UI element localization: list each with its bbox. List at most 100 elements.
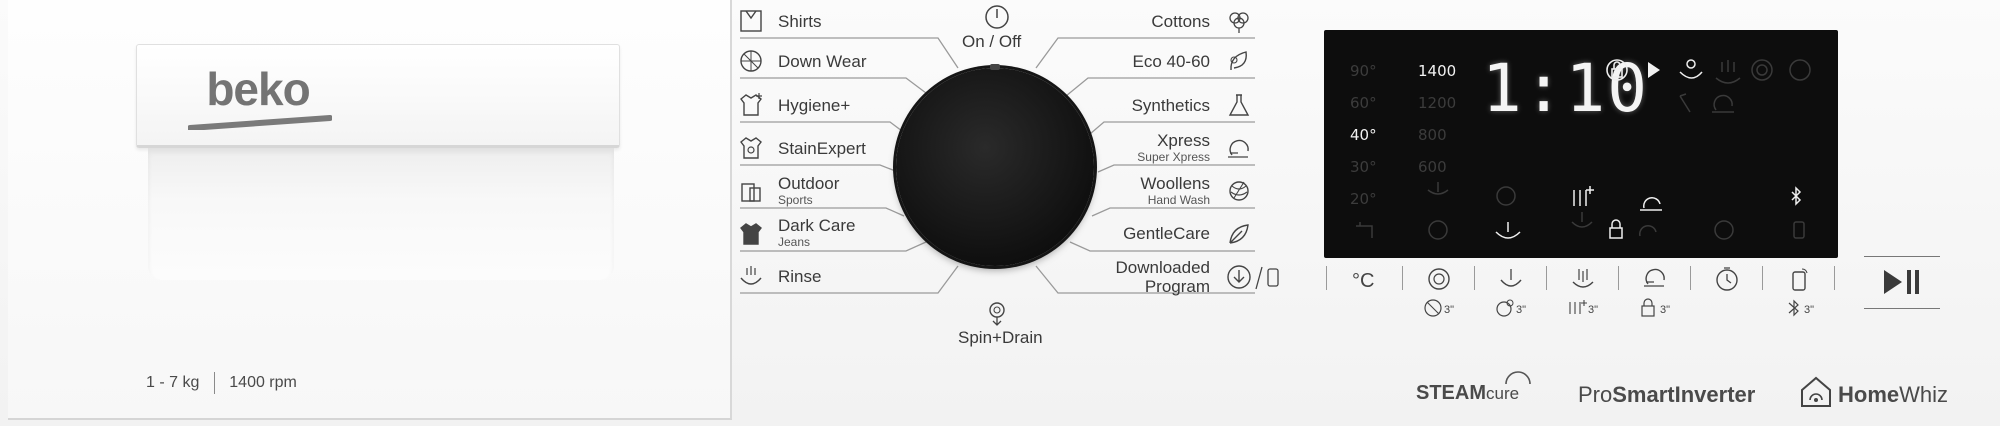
program-shirts[interactable]: Shirts: [778, 12, 822, 31]
steamcure-logo: STEAMcure: [1416, 382, 1519, 405]
dark-care-icon[interactable]: [738, 221, 764, 247]
brand-swoosh-icon: [188, 115, 332, 130]
program-cottons[interactable]: Cottons: [1151, 12, 1210, 31]
function-divider: [1474, 266, 1475, 290]
pet-hair-icon: [1496, 299, 1514, 317]
steam-lit-icon: [1573, 186, 1594, 206]
pet-hair-dim-2-icon: [1496, 186, 1516, 206]
child-lock-duration: 3": [1660, 304, 1671, 316]
child-lock-icon: [1641, 298, 1655, 317]
door-lock-indicator-icon: [1606, 59, 1628, 81]
xpress-button[interactable]: 3": [1618, 262, 1690, 326]
spin-icon: [1428, 268, 1450, 290]
spin-hold-icon: [1424, 299, 1442, 317]
power-icon[interactable]: [984, 4, 1010, 30]
rinse-icon[interactable]: [738, 264, 764, 290]
program-down-wear[interactable]: Down Wear: [778, 52, 867, 71]
smart-inverter-word: SmartInverter: [1612, 382, 1756, 407]
synthetics-icon[interactable]: [1226, 92, 1252, 118]
spin-option-1400-selected: 1400: [1418, 62, 1457, 80]
spin-speed-label: 1400 rpm: [229, 374, 297, 391]
hygiene-icon[interactable]: [738, 92, 764, 118]
prewash-button[interactable]: 3": [1474, 262, 1546, 326]
remote-dim-icon: [1793, 221, 1805, 239]
spin-hold-duration: 3": [1444, 304, 1455, 316]
spin-option-600: 600: [1418, 158, 1447, 176]
extra-rinse-duration: 3": [1588, 304, 1599, 316]
prewash-icon: [1500, 269, 1522, 287]
power-label[interactable]: On / Off: [962, 32, 1022, 51]
baby-care-indicator-icon: [1679, 59, 1703, 79]
program-synthetics[interactable]: Synthetics: [1131, 96, 1210, 115]
capacity-label: 1 - 7 kg: [146, 374, 200, 391]
gentle-care-icon[interactable]: [1226, 221, 1252, 247]
temperature-button[interactable]: °C: [1330, 262, 1402, 326]
xpress-icon[interactable]: [1226, 135, 1252, 161]
whiz-word: Whiz: [1899, 382, 1949, 407]
timer-dim-icon: [1714, 220, 1734, 240]
eco-icon[interactable]: [1226, 48, 1252, 74]
xpress-lit-icon: [1640, 197, 1662, 211]
program-gentle-care[interactable]: GentleCare: [1123, 224, 1210, 243]
start-button-top-line: [1864, 256, 1940, 257]
drawer-recess: [148, 148, 614, 280]
download-icon[interactable]: [1226, 263, 1286, 293]
capacity-info: 1 - 7 kg 1400 rpm: [146, 372, 297, 394]
detergent-drawer[interactable]: beko 1 - 7 kg 1400 rpm: [8, 0, 732, 420]
cotton-icon[interactable]: [1226, 8, 1252, 34]
steam-dim-icon: [1715, 60, 1741, 84]
remote-control-button[interactable]: 3": [1762, 262, 1834, 326]
temp-option-30: 30°: [1350, 158, 1377, 176]
phone-dim-icon: [1679, 93, 1691, 113]
program-eco-40-60[interactable]: Eco 40-60: [1132, 52, 1211, 71]
spin-dim-icon: [1751, 59, 1773, 81]
start-pause-button[interactable]: [1864, 256, 1940, 309]
bluetooth-icon: [1788, 299, 1799, 317]
shirt-icon[interactable]: [738, 8, 764, 34]
homewhiz-logo: HomeWhiz: [1838, 382, 1948, 408]
steam-dim-2-icon: [1571, 212, 1593, 228]
down-wear-icon[interactable]: [738, 48, 764, 74]
prewash-lit-icon: [1495, 222, 1521, 239]
program-dial[interactable]: [896, 68, 1094, 266]
program-stain-expert[interactable]: StainExpert: [778, 139, 866, 158]
running-indicator-icon: [1648, 62, 1660, 78]
speed-icon: [1644, 268, 1665, 287]
function-divider: [1762, 266, 1763, 290]
cure-word: cure: [1486, 384, 1520, 403]
wool-icon[interactable]: [1226, 178, 1252, 204]
program-spin-drain[interactable]: Spin+Drain: [958, 328, 1043, 347]
child-lock-lit-icon: [1609, 219, 1623, 239]
steamcure-arc-icon: [1505, 371, 1531, 385]
temp-option-60: 60°: [1350, 94, 1377, 112]
function-divider: [1402, 266, 1403, 290]
homewhiz-house-icon: [1801, 376, 1831, 407]
temp-option-20: 20°: [1350, 190, 1377, 208]
temperature-icon: °C: [1352, 270, 1375, 292]
steam-word: STEAM: [1416, 382, 1486, 404]
spin-button[interactable]: 3": [1402, 262, 1474, 326]
remote-control-icon: [1792, 268, 1808, 291]
delay-timer-button[interactable]: [1690, 262, 1762, 326]
program-hygiene[interactable]: Hygiene+: [778, 96, 851, 115]
outdoor-icon[interactable]: [738, 178, 764, 204]
steam-icon: [1572, 269, 1594, 288]
spin-option-800: 800: [1418, 126, 1447, 144]
play-pause-icon: [1884, 270, 1919, 294]
steam-button[interactable]: 3": [1546, 262, 1618, 326]
spin-option-1200: 1200: [1418, 94, 1457, 112]
capacity-divider: [213, 372, 215, 394]
bluetooth-duration: 3": [1804, 304, 1815, 316]
extra-rinse-icon: [1569, 300, 1587, 314]
drawer-handle[interactable]: [136, 44, 620, 148]
program-rinse[interactable]: Rinse: [778, 267, 822, 286]
spin-drain-icon[interactable]: [984, 300, 1010, 326]
stain-expert-icon[interactable]: [738, 135, 764, 161]
